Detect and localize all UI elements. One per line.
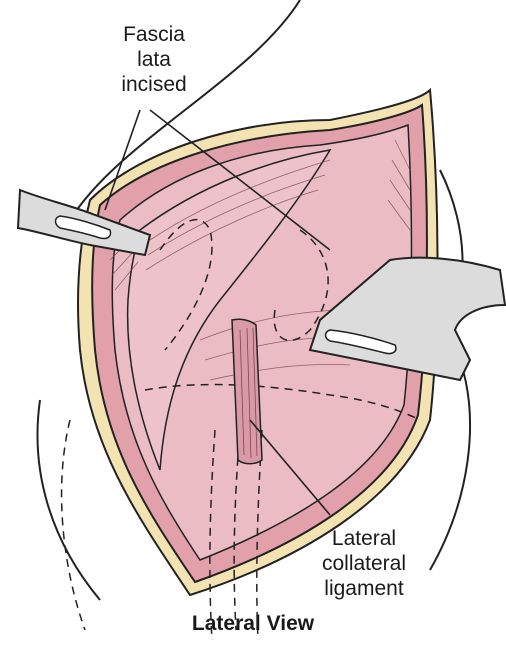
leader-lines [104,109,331,516]
lcl-leader [249,419,331,516]
label-line: Lateral [331,527,397,550]
label-fascia-lata-incised: Fascia lata incised [104,22,204,97]
skin-contour-line [36,399,101,601]
label-line: collateral [321,552,407,575]
figure-caption: Lateral View [191,612,315,635]
label-line: ligament [324,577,404,600]
skin-contour-line [429,359,471,571]
label-line: incised [121,73,187,96]
label-line: lata [137,48,171,71]
lateral-collateral-ligament [231,318,263,465]
muscle-flap [126,148,332,471]
right-retractor [308,256,506,382]
fascia-leader-right [149,109,331,251]
label-lateral-collateral-ligament: Lateral collateral ligament [310,526,418,601]
ligament-striations [239,327,258,459]
label-line: Fascia [123,23,185,46]
fascia-leader-left [104,109,141,211]
right-retractor-slot [324,329,397,355]
skin-contour-line [69,0,301,221]
dashed-outlines [60,218,421,641]
left-retractor-slot [54,215,112,240]
